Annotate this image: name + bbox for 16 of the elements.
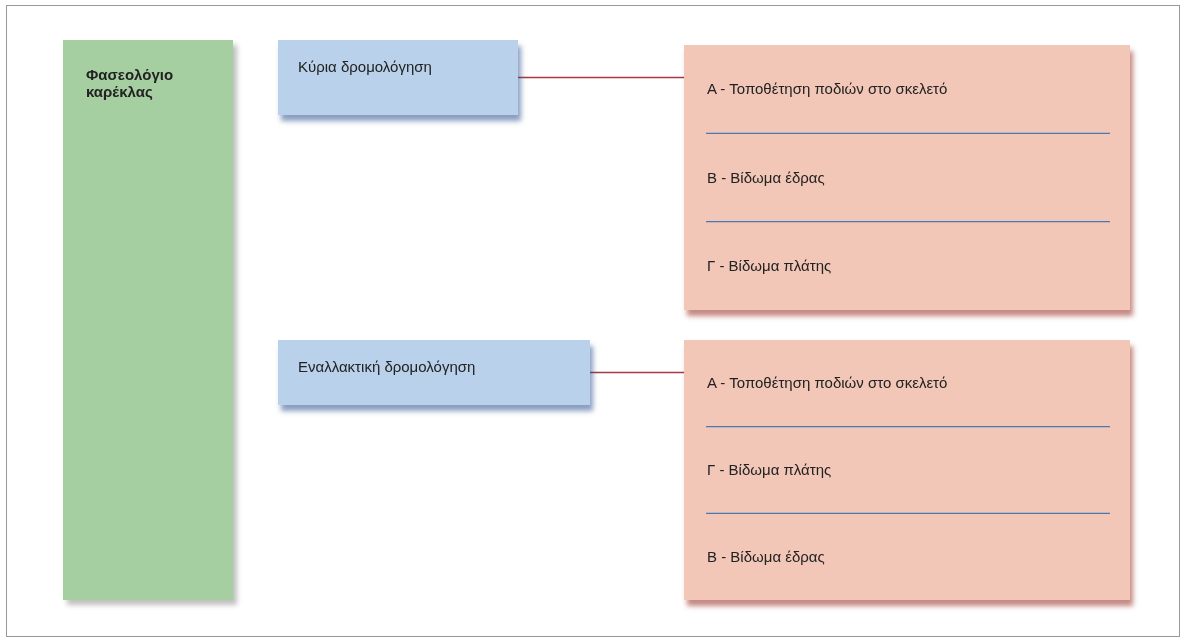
- category-title: Φασεολόγιο καρέκλας: [86, 66, 175, 100]
- step-label: Α - Τοποθέτηση ποδιών στο σκελετό: [707, 80, 948, 98]
- step-label: Β - Βίδωμα έδρας: [707, 547, 825, 565]
- route-label: Εναλλακτική δρομολόγηση: [298, 358, 476, 375]
- category-bar: [63, 40, 233, 600]
- step-label: Γ - Βίδωμα πλάτης: [707, 461, 832, 478]
- steps-panel: [684, 340, 1130, 600]
- step-label: Β - Βίδωμα έδρας: [707, 168, 825, 186]
- connector-line: [589, 371, 685, 374]
- step-label: Γ - Βίδωμα πλάτης: [707, 256, 832, 274]
- connector-line: [517, 76, 685, 79]
- step-label: Α - Τοποθέτηση ποδιών στο σκελετό: [707, 374, 948, 392]
- route-box: [278, 340, 590, 405]
- steps-panel: [684, 45, 1130, 310]
- route-label: Κύρια δρομολόγηση: [298, 58, 432, 75]
- route-box: [278, 40, 518, 115]
